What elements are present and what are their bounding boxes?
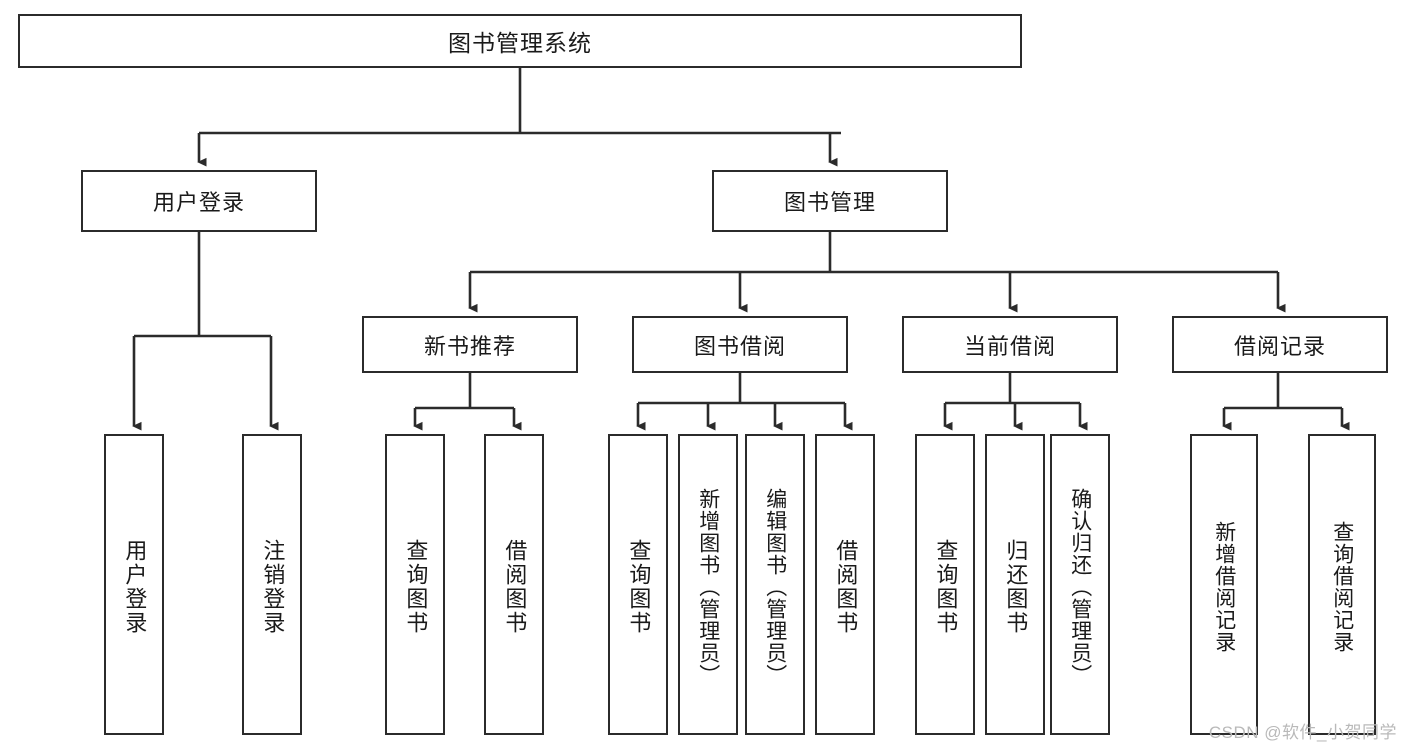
node-label: 图书管理 bbox=[783, 190, 876, 215]
node-label: 图书借阅 bbox=[693, 333, 786, 359]
leaf-node-label: 查询图书 bbox=[626, 538, 652, 635]
leaf-node-label: 新增图书（管理员） bbox=[696, 487, 720, 686]
level3-node[interactable]: 新书推荐 bbox=[362, 316, 578, 373]
leaf-node[interactable]: 归还图书 bbox=[985, 434, 1045, 735]
node-label: 用户登录 bbox=[152, 190, 245, 215]
connectors bbox=[132, 68, 1350, 431]
leaf-node[interactable]: 确认归还（管理员） bbox=[1050, 434, 1110, 735]
level3-node[interactable]: 借阅记录 bbox=[1172, 316, 1388, 373]
level3-node[interactable]: 图书借阅 bbox=[632, 316, 848, 373]
leaf-node-label: 查询借阅记录 bbox=[1330, 520, 1354, 653]
leaf-node[interactable]: 查询图书 bbox=[608, 434, 668, 735]
level2-node[interactable]: 用户登录 bbox=[81, 170, 317, 232]
leaf-node[interactable]: 注销登录 bbox=[242, 434, 302, 735]
node-label: 借阅记录 bbox=[1233, 333, 1326, 359]
leaf-node-label: 借阅图书 bbox=[502, 538, 528, 635]
leaf-node-label: 新增借阅记录 bbox=[1212, 520, 1236, 653]
leaf-node-label: 注销登录 bbox=[260, 538, 286, 635]
leaf-node-label: 借阅图书 bbox=[833, 538, 859, 635]
leaf-node[interactable]: 借阅图书 bbox=[815, 434, 875, 735]
leaf-node-label: 归还图书 bbox=[1003, 538, 1029, 635]
leaf-node[interactable]: 查询图书 bbox=[915, 434, 975, 735]
leaf-node[interactable]: 用户登录 bbox=[104, 434, 164, 735]
leaf-node-label: 编辑图书（管理员） bbox=[763, 487, 787, 686]
leaf-node[interactable]: 查询图书 bbox=[385, 434, 445, 735]
leaf-node[interactable]: 借阅图书 bbox=[484, 434, 544, 735]
leaf-node-label: 用户登录 bbox=[122, 538, 148, 635]
leaf-node[interactable]: 查询借阅记录 bbox=[1308, 434, 1376, 735]
leaf-node[interactable]: 编辑图书（管理员） bbox=[745, 434, 805, 735]
node-label: 图书管理系统 bbox=[448, 30, 592, 56]
leaf-node-label: 查询图书 bbox=[403, 538, 429, 635]
root-node[interactable]: 图书管理系统 bbox=[18, 14, 1022, 68]
leaf-node-label: 确认归还（管理员） bbox=[1068, 487, 1092, 686]
leaf-node[interactable]: 新增图书（管理员） bbox=[678, 434, 738, 735]
level3-node[interactable]: 当前借阅 bbox=[902, 316, 1118, 373]
leaf-node-label: 查询图书 bbox=[933, 538, 959, 635]
node-label: 当前借阅 bbox=[963, 333, 1056, 359]
node-label: 新书推荐 bbox=[423, 333, 516, 359]
level2-node[interactable]: 图书管理 bbox=[712, 170, 948, 232]
leaf-node[interactable]: 新增借阅记录 bbox=[1190, 434, 1258, 735]
